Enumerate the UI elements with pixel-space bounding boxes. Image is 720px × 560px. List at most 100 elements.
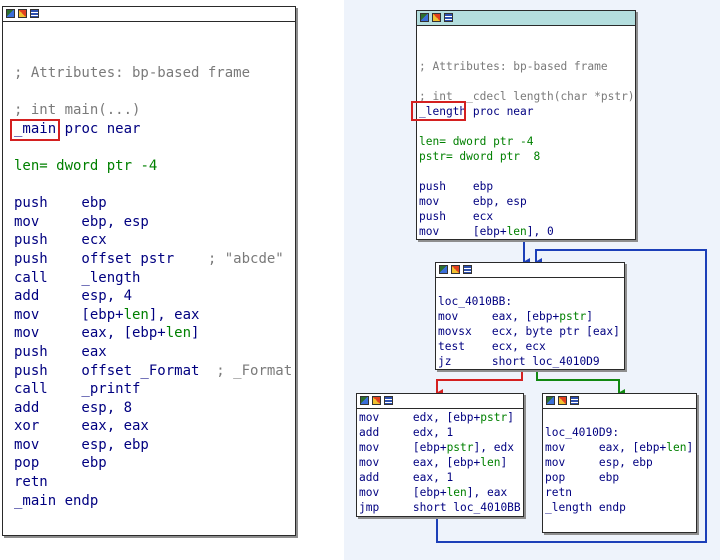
instruction-text: add esp, 4: [14, 288, 133, 305]
code-line[interactable]: loc_4010D9:: [545, 425, 693, 440]
code-line[interactable]: [14, 83, 292, 102]
length-label-highlight: [411, 101, 466, 121]
code-line[interactable]: ; Attributes: bp-based frame: [14, 64, 292, 83]
code-line[interactable]: retn: [14, 473, 292, 492]
edit-icon[interactable]: [432, 13, 441, 22]
text-view-icon[interactable]: [384, 396, 393, 405]
text-view-icon[interactable]: [444, 13, 453, 22]
variable-text: pstr: [559, 310, 587, 323]
code-line[interactable]: _main proc near: [14, 120, 292, 139]
code-line[interactable]: push offset _Format ; _Format: [14, 362, 292, 381]
code-line[interactable]: mov esp, ebp: [545, 455, 693, 470]
code-line[interactable]: mov eax, [ebp+len]: [545, 440, 693, 455]
code-line[interactable]: [419, 74, 635, 89]
code-line[interactable]: mov esp, ebp: [14, 436, 292, 455]
code-line[interactable]: ; int __cdecl length(char *pstr): [419, 89, 635, 104]
comment-text: ; int __cdecl length(char *pstr): [419, 90, 635, 103]
code-line[interactable]: ; Attributes: bp-based frame: [419, 59, 635, 74]
code-line[interactable]: push ebp: [419, 179, 635, 194]
block-loc-4010D9[interactable]: loc_4010D9:mov eax, [ebp+len]mov esp, eb…: [542, 393, 697, 533]
graph-icon[interactable]: [6, 9, 15, 18]
code-line[interactable]: ; int main(...): [14, 101, 292, 120]
code-line[interactable]: push ecx: [419, 209, 635, 224]
edit-icon[interactable]: [451, 265, 460, 274]
code-line[interactable]: mov eax, [ebp+pstr]: [438, 309, 620, 324]
graph-icon[interactable]: [360, 396, 369, 405]
code-line[interactable]: mov [ebp+len], 0: [419, 224, 635, 239]
code-line[interactable]: xor eax, eax: [14, 417, 292, 436]
instruction-text: ]: [586, 310, 593, 323]
code-line[interactable]: [419, 164, 635, 179]
block-length-entry[interactable]: ; Attributes: bp-based frame ; int __cde…: [416, 10, 636, 240]
code-line[interactable]: _main endp: [14, 492, 292, 511]
code-line[interactable]: loc_4010BB:: [438, 294, 620, 309]
graph-icon[interactable]: [546, 396, 555, 405]
code-line[interactable]: [545, 410, 693, 425]
code-line[interactable]: mov [ebp+len], eax: [14, 306, 292, 325]
code-line[interactable]: pop ebp: [545, 470, 693, 485]
instruction-text: loc_4010D9:: [545, 426, 620, 439]
instruction-text: test ecx, ecx: [438, 340, 546, 353]
code-line[interactable]: push ebp: [14, 194, 292, 213]
block-loc-4010BB[interactable]: loc_4010BB:mov eax, [ebp+pstr]movsx ecx,…: [435, 262, 625, 370]
code-line[interactable]: [14, 176, 292, 195]
code-line[interactable]: mov ebp, esp: [14, 213, 292, 232]
instruction-text: retn: [545, 486, 572, 499]
code-line[interactable]: pop ebp: [14, 454, 292, 473]
code-line[interactable]: push offset pstr ; "abcde": [14, 250, 292, 269]
code-line[interactable]: add eax, 1: [359, 470, 521, 485]
code-line[interactable]: push eax: [14, 343, 292, 362]
code-line[interactable]: call _length: [14, 269, 292, 288]
code-line[interactable]: add esp, 8: [14, 399, 292, 418]
code-line[interactable]: _length endp: [545, 500, 693, 515]
main-disassembly-listing[interactable]: ; Attributes: bp-based frame ; int main(…: [14, 64, 292, 510]
text-view-window: [2, 6, 296, 536]
text-view-pane: ; Attributes: bp-based frame ; int main(…: [0, 0, 310, 560]
code-line[interactable]: jz short loc_4010D9: [438, 354, 620, 369]
edit-icon[interactable]: [558, 396, 567, 405]
code-line[interactable]: _length proc near: [419, 104, 635, 119]
code-line[interactable]: [14, 138, 292, 157]
variable-text: len: [165, 325, 192, 342]
code-line[interactable]: push ecx: [14, 231, 292, 250]
graph-icon[interactable]: [439, 265, 448, 274]
edit-icon[interactable]: [372, 396, 381, 405]
code-line[interactable]: jmp short loc_4010BB: [359, 500, 521, 515]
instruction-text: _length: [419, 105, 467, 118]
code-line[interactable]: mov edx, [ebp+pstr]: [359, 410, 521, 425]
edge-body-back-to-loop: [436, 249, 707, 543]
variable-text: pstr: [480, 411, 508, 424]
code-line[interactable]: call _printf: [14, 380, 292, 399]
variable-text: len: [446, 486, 467, 499]
code-line[interactable]: retn: [545, 485, 693, 500]
code-line[interactable]: len= dword ptr -4: [14, 157, 292, 176]
graph-icon[interactable]: [420, 13, 429, 22]
instruction-text: mov esp, ebp: [545, 456, 653, 469]
code-line[interactable]: mov eax, [ebp+len]: [359, 455, 521, 470]
code-line[interactable]: mov [ebp+len], eax: [359, 485, 521, 500]
code-line[interactable]: mov [ebp+pstr], edx: [359, 440, 521, 455]
instruction-text: = dword ptr -4: [39, 157, 158, 174]
code-line[interactable]: mov ebp, esp: [419, 194, 635, 209]
comment-text: ; "abcde": [174, 250, 284, 267]
text-view-icon[interactable]: [570, 396, 579, 405]
code-line[interactable]: len= dword ptr -4: [419, 134, 635, 149]
variable-text: pstr: [446, 441, 474, 454]
code-line[interactable]: [419, 119, 635, 134]
code-line[interactable]: add esp, 4: [14, 287, 292, 306]
instruction-text: call _length: [14, 269, 141, 286]
code-line[interactable]: [438, 279, 620, 294]
edit-icon[interactable]: [18, 9, 27, 18]
code-line[interactable]: movsx ecx, byte ptr [eax]: [438, 324, 620, 339]
code-line[interactable]: add edx, 1: [359, 425, 521, 440]
instruction-text: add edx, 1: [359, 426, 454, 439]
text-view-icon[interactable]: [30, 9, 39, 18]
text-view-icon[interactable]: [463, 265, 472, 274]
comment-text: ; Attributes: bp-based frame: [419, 60, 608, 73]
code-line[interactable]: test ecx, ecx: [438, 339, 620, 354]
code-line[interactable]: mov eax, [ebp+len]: [14, 324, 292, 343]
code-line[interactable]: pstr= dword ptr 8: [419, 149, 635, 164]
instruction-text: = dword ptr 8: [445, 150, 541, 163]
